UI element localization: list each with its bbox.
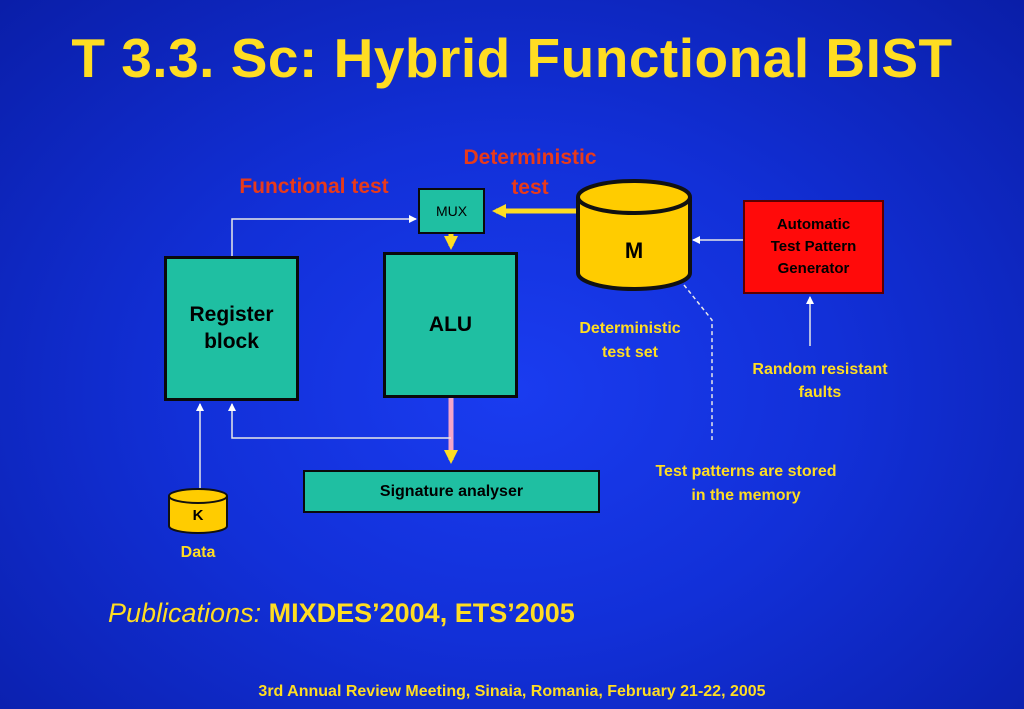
signature-analyser-label: Signature analyser [379, 482, 524, 500]
publications-label: Publications: [108, 598, 262, 628]
label-stored-line1: Test patterns are stored [655, 463, 837, 480]
label-deterministic-test-line1: Deterministic [463, 146, 597, 169]
atpg-line2: Test Pattern [770, 238, 857, 256]
alu-block: ALU [383, 252, 518, 398]
atpg-line1: Automatic [776, 216, 851, 234]
label-deterministic-test-set-line1: Deterministic [579, 320, 681, 337]
label-data: Data [180, 544, 216, 561]
register-block-line1: Register [189, 303, 274, 326]
wire-register-to-mux [231, 215, 417, 256]
slide-footer: 3rd Annual Review Meeting, Sinaia, Roman… [258, 683, 766, 700]
atpg-line3: Generator [777, 259, 850, 277]
label-random-faults-line2: faults [798, 384, 842, 402]
callout-memory-note [683, 284, 713, 440]
label-deterministic-test-set: Deterministic test set [556, 317, 704, 365]
signature-analyser-block: Signature analyser [303, 470, 600, 513]
label-random-resistant-faults: Random resistant faults [735, 358, 905, 404]
mux-block-label: MUX [435, 203, 468, 219]
label-functional-test: Functional test [239, 175, 389, 198]
label-deterministic-test-line2: test [511, 176, 549, 200]
publications-value: MIXDES’2004, ETS’2005 [268, 598, 575, 628]
label-deterministic-test-set-line2: test set [601, 344, 659, 361]
wire-alu-feedback-to-register [228, 403, 451, 439]
slide-title: T 3.3. Sc: Hybrid Functional BIST [71, 27, 953, 89]
label-stored-line2: in the memory [691, 487, 801, 504]
label-deterministic-test: Deterministic test [440, 143, 620, 204]
label-random-faults-line1: Random resistant [752, 361, 888, 378]
memory-block-label: M [624, 238, 644, 263]
memory-cylinder [576, 179, 692, 291]
register-block-line2: block [204, 330, 259, 354]
register-block: Register block [164, 256, 299, 401]
atpg-block: Automatic Test Pattern Generator [743, 200, 884, 294]
k-cylinder [168, 488, 228, 534]
alu-block-label: ALU [428, 313, 473, 336]
k-block-label: K [192, 506, 204, 524]
label-test-patterns-stored: Test patterns are stored in the memory [626, 460, 866, 508]
publications-line: Publications: MIXDES’2004, ETS’2005 [108, 598, 575, 629]
mux-block: MUX [418, 188, 485, 234]
